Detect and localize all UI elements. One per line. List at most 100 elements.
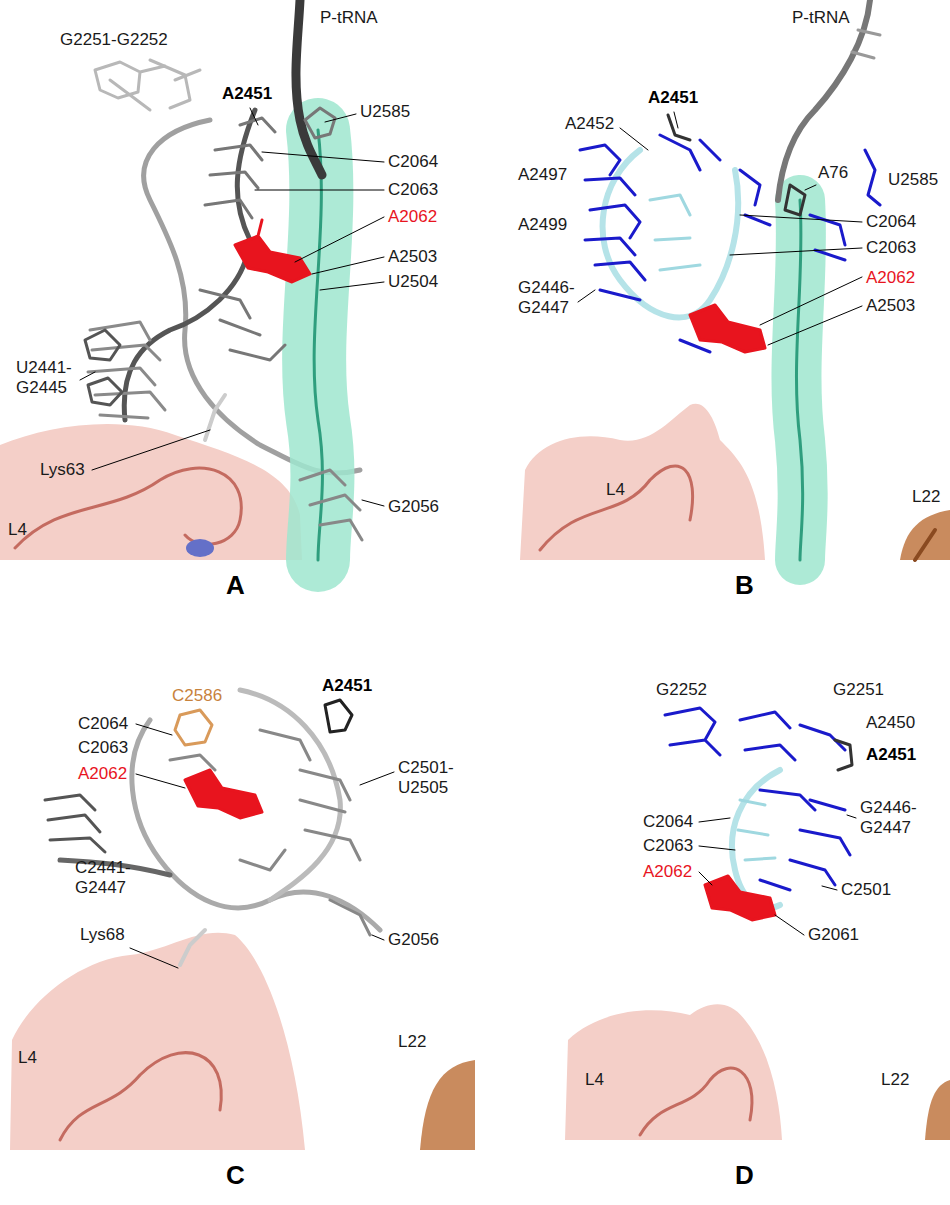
residue-label: U2441- G2445 — [16, 358, 72, 398]
grey-ribbon — [132, 720, 380, 930]
peptide-chain — [796, 200, 802, 560]
residue-label: U2585 — [360, 102, 410, 122]
blue-sticks — [665, 708, 850, 890]
cyan-sticks — [738, 800, 775, 860]
residue-label: U2504 — [388, 272, 438, 292]
residue-label: L4 — [606, 480, 625, 500]
panel-letter: B — [735, 570, 754, 600]
residue-label: C2501 — [841, 880, 891, 900]
residue-label: A2499 — [518, 215, 567, 235]
leader-lines — [130, 724, 394, 968]
residue-label: C2064 — [643, 812, 693, 832]
residue-label: G2056 — [388, 930, 439, 950]
residue-label: A2062 — [388, 207, 437, 227]
grey-sticks — [170, 730, 370, 935]
residue-label: L4 — [18, 1048, 37, 1068]
tunnel-surface — [796, 200, 802, 560]
panel-letter: D — [735, 1160, 754, 1190]
peptide-chain — [314, 130, 322, 560]
leader-lines — [699, 815, 856, 935]
residue-label: U2585 — [888, 170, 938, 190]
g2056-sticks — [300, 470, 362, 540]
a2062-base — [705, 876, 775, 920]
residue-label: C2501- U2505 — [398, 758, 454, 798]
lys-atom — [186, 539, 214, 557]
residue-label: A2451 — [648, 88, 698, 108]
g2251-sticks — [95, 60, 200, 110]
c2586-base — [175, 710, 212, 745]
tunnel-surface — [314, 130, 322, 560]
residue-label: P-tRNA — [792, 8, 850, 28]
residue-label: L22 — [398, 1032, 426, 1052]
residue-label: G2061 — [808, 925, 859, 945]
a2062-base — [690, 305, 765, 352]
residue-label: A2062 — [866, 268, 915, 288]
panel-letter: C — [226, 1160, 245, 1190]
residue-label: L4 — [585, 1070, 604, 1090]
l4-surface — [565, 1004, 782, 1140]
residue-label: A2451 — [322, 676, 372, 696]
l22-surface — [900, 510, 950, 560]
p-trna — [778, 0, 870, 200]
l4-surface — [10, 933, 305, 1150]
l22-surface — [925, 1080, 950, 1140]
panel-letter: A — [226, 570, 245, 600]
residue-label: C2063 — [643, 836, 693, 856]
panel-a-structure — [0, 0, 384, 560]
residue-label: G2446- G2447 — [518, 278, 575, 318]
residue-label: C2064 — [78, 714, 128, 734]
residue-label: Lys68 — [80, 925, 125, 945]
residue-label: C2063 — [866, 238, 916, 258]
residue-label: A2062 — [643, 862, 692, 882]
residue-label: G2056 — [388, 497, 439, 517]
leader-lines — [80, 108, 384, 506]
p-trna — [296, 0, 322, 175]
residue-label: A2503 — [866, 296, 915, 316]
a2062-base — [235, 220, 310, 282]
residue-label: G2252 — [656, 680, 707, 700]
residue-label: A2452 — [565, 114, 614, 134]
residue-label: G2251-G2252 — [60, 30, 168, 50]
residue-label: A2451 — [222, 84, 272, 104]
column-sticks — [200, 108, 335, 360]
residue-label: C2441- G2447 — [75, 858, 131, 898]
base-stack-sticks — [45, 795, 105, 852]
a2451-base — [325, 700, 352, 732]
residue-label: C2064 — [388, 152, 438, 172]
base-stack-dark — [85, 330, 122, 405]
residue-label: L22 — [881, 1070, 909, 1090]
a2062-base — [185, 770, 262, 818]
l4-ribbon — [640, 1068, 752, 1135]
residue-label: Lys63 — [40, 460, 85, 480]
blue-sticks — [580, 135, 880, 352]
residue-label: A2450 — [866, 713, 915, 733]
residue-label: L22 — [912, 487, 940, 507]
lys-sidechain — [180, 930, 205, 965]
leader-lines — [578, 112, 862, 345]
l4-ribbon — [60, 1053, 221, 1140]
a76-base — [785, 185, 805, 215]
residue-label: A2062 — [78, 764, 127, 784]
panel-d-structure — [565, 708, 950, 1140]
residue-label: L4 — [8, 520, 27, 540]
residue-label: A2503 — [388, 247, 437, 267]
l4-surface — [520, 404, 765, 560]
panel-b-structure — [520, 0, 950, 560]
a2451-base — [835, 740, 852, 770]
lys-sidechain — [205, 395, 225, 440]
residue-label: G2446- G2447 — [860, 798, 917, 838]
residue-label: P-tRNA — [320, 8, 378, 28]
residue-label: A2451 — [866, 745, 916, 765]
cyan-ribbon — [603, 150, 739, 317]
l22-surface — [420, 1060, 475, 1150]
l22-ribbon — [915, 530, 935, 560]
l4-ribbon — [540, 466, 693, 550]
residue-label: G2251 — [833, 680, 884, 700]
l4-ribbon — [15, 468, 241, 548]
residue-label: C2063 — [78, 738, 128, 758]
a2451-base — [668, 115, 690, 140]
trna-bases — [852, 30, 880, 58]
residue-label: C2586 — [172, 686, 222, 706]
